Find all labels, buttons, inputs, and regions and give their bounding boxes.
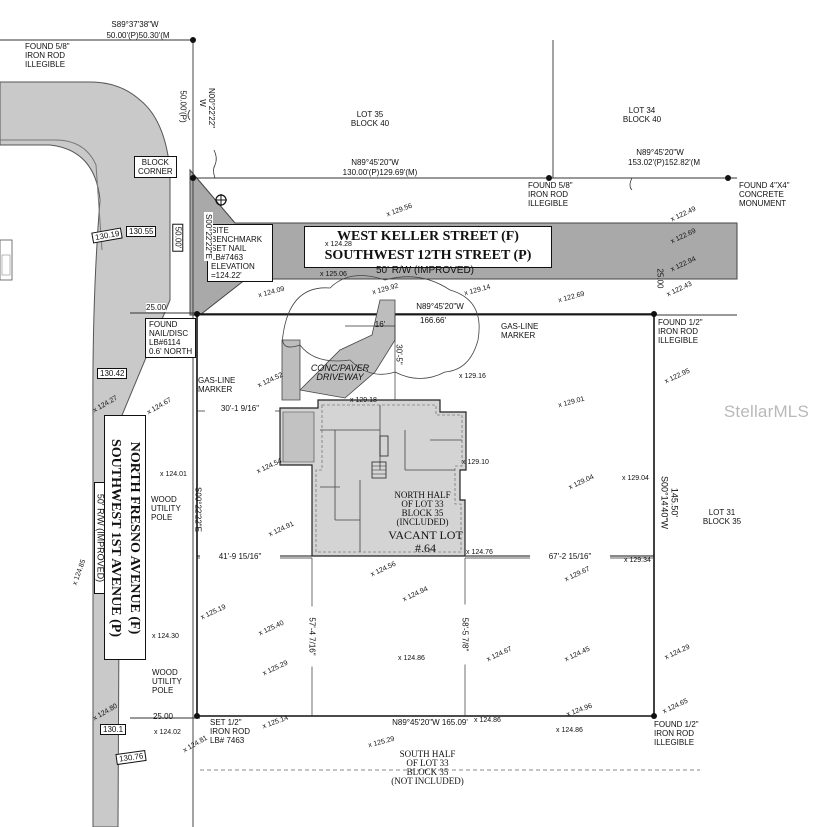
- watermark-text: StellarMLS: [723, 402, 809, 421]
- east-line-bearing: S00°14'40"W: [659, 475, 670, 530]
- corner-points: [190, 37, 731, 719]
- west-street-name-2: SOUTHWEST 1ST AVENUE (P): [108, 438, 123, 637]
- elevation: x 124.30: [152, 633, 179, 640]
- west-row-label: 50' R/W (IMPROVED): [94, 482, 105, 594]
- north-distance-1: 130.00'(P)129.69'(M): [342, 168, 418, 177]
- wood-pole-1: WOOD UTILITY POLE: [151, 495, 181, 522]
- north-distance-2: 153.02'(P)152.82'(M: [628, 158, 700, 167]
- lot-34-label: LOT 34 BLOCK 40: [622, 106, 662, 124]
- block-corner-label: BLOCK CORNER: [134, 156, 177, 178]
- west-top-distance: 50.00'(P): [178, 90, 188, 123]
- elevation: x 129.34: [624, 557, 651, 564]
- north-bearing-1: N89°45'20"W: [351, 158, 399, 167]
- elevation: x 129.18: [350, 397, 377, 404]
- west-street-label: NORTH FRESNO AVENUE (F) SOUTHWEST 1ST AV…: [104, 415, 146, 660]
- found-rod-ne: FOUND 1/2" IRON ROD ILLEGIBLE: [658, 318, 703, 345]
- west-top-bearing: N00°22'22" W: [198, 88, 216, 129]
- elevation: x 124.86: [398, 655, 425, 662]
- lot-35-label: LOT 35 BLOCK 40: [350, 110, 390, 128]
- top-distance: 50.00'(P)50.30'(M: [106, 31, 170, 40]
- gas-marker-right: GAS-LINE MARKER: [501, 322, 539, 340]
- site-benchmark-label: SITE BENCHMARK SET NAIL LB#7463 ELEVATIO…: [207, 224, 273, 282]
- north-street-label: WEST KELLER STREET (F) SOUTHWEST 12TH ST…: [304, 226, 552, 268]
- nw-iron-rod: FOUND 5/8" IRON ROD ILLEGIBLE: [25, 42, 70, 69]
- side-dim-130-1: 130.1: [100, 724, 127, 735]
- north-bearing-2: N89°45'20"W: [636, 148, 684, 157]
- elevation: x 129.04: [622, 475, 649, 482]
- east-line-distance: 145.50': [669, 487, 680, 518]
- west-line-bearing: S00°22'22"E: [193, 487, 203, 532]
- side-dim-130-55: 130.55: [126, 226, 157, 237]
- elevation: x 124.02: [154, 729, 181, 736]
- south-half-label: SOUTH HALF OF LOT 33 BLOCK 35 (NOT INCLU…: [391, 749, 464, 786]
- north-half-label: NORTH HALF OF LOT 33 BLOCK 35 (INCLUDED): [394, 490, 451, 527]
- dim-30-1: 30'-1 9/16": [205, 404, 275, 413]
- north-street-name-1: WEST KELLER STREET (F): [337, 229, 519, 244]
- found-nail-label: FOUND NAIL/DISC LB#6114 0.6' NORTH: [145, 318, 197, 358]
- house-footprint: [279, 399, 467, 557]
- south-line: N89°45'20"W 165.09': [392, 718, 468, 727]
- elevation: x 129.10: [462, 459, 489, 466]
- dim-16ft: 16': [374, 320, 386, 329]
- right-of-way-lines: [0, 39, 737, 827]
- vacant-lot-label: VACANT LOT #.64: [388, 528, 463, 555]
- side-dim-s00: S00°22'22"E: [203, 212, 213, 261]
- elevation: x 124.01: [160, 471, 187, 478]
- side-dim-50-v: 50.00': [172, 223, 184, 252]
- dim-30-5: 30'-5": [394, 344, 404, 365]
- side-dim-130-42: 130.42: [97, 368, 128, 379]
- break-marks: [187, 109, 633, 191]
- driveway: [281, 275, 480, 401]
- top-bearing: S89°37'38"W: [111, 20, 159, 29]
- dim-67-2: 67'-2 15/16": [530, 552, 610, 561]
- lot-31-label: LOT 31 BLOCK 35: [702, 508, 742, 526]
- dim-41-9: 41'-9 15/16": [200, 552, 280, 561]
- row-width-right: 25.00: [655, 268, 665, 289]
- gas-marker-left: GAS-LINE MARKER: [198, 376, 236, 394]
- found-rod-mid: FOUND 5/8" IRON ROD ILLEGIBLE: [528, 181, 573, 208]
- north-row-label: 50' R/W (IMPROVED): [375, 265, 475, 276]
- elevation: x 129.16: [459, 373, 486, 380]
- set-iron-rod: SET 1/2" IRON ROD LB# 7463: [210, 718, 250, 745]
- elevation: x 124.76: [466, 549, 493, 556]
- dim-57-4: 57'-4 7/16": [307, 606, 317, 667]
- row-width-top: 25.00: [146, 303, 167, 312]
- north-line-bearing: N89°45'20"W: [416, 302, 464, 311]
- west-street-name-1: NORTH FRESNO AVENUE (F): [127, 441, 142, 634]
- dim-58-5: 58'-5 7/8": [460, 604, 470, 665]
- driveway-label: CONC/PAVER DRIVEWAY: [310, 363, 370, 382]
- row-width-bottom: 25.00: [152, 712, 174, 721]
- north-line-distance: 166.66': [420, 316, 446, 325]
- north-street-name-2: SOUTHWEST 12TH STREET (P): [324, 248, 532, 263]
- elevation: x 124.28: [325, 241, 352, 248]
- wood-pole-2: WOOD UTILITY POLE: [152, 668, 182, 695]
- found-rod-se: FOUND 1/2" IRON ROD ILLEGIBLE: [654, 720, 699, 747]
- elevation: x 125.06: [320, 271, 347, 278]
- found-monument: FOUND 4"X4" CONCRETE MONUMENT: [739, 181, 790, 208]
- elevation: x 124.86: [474, 717, 501, 724]
- elevation: x 124.86: [556, 727, 583, 734]
